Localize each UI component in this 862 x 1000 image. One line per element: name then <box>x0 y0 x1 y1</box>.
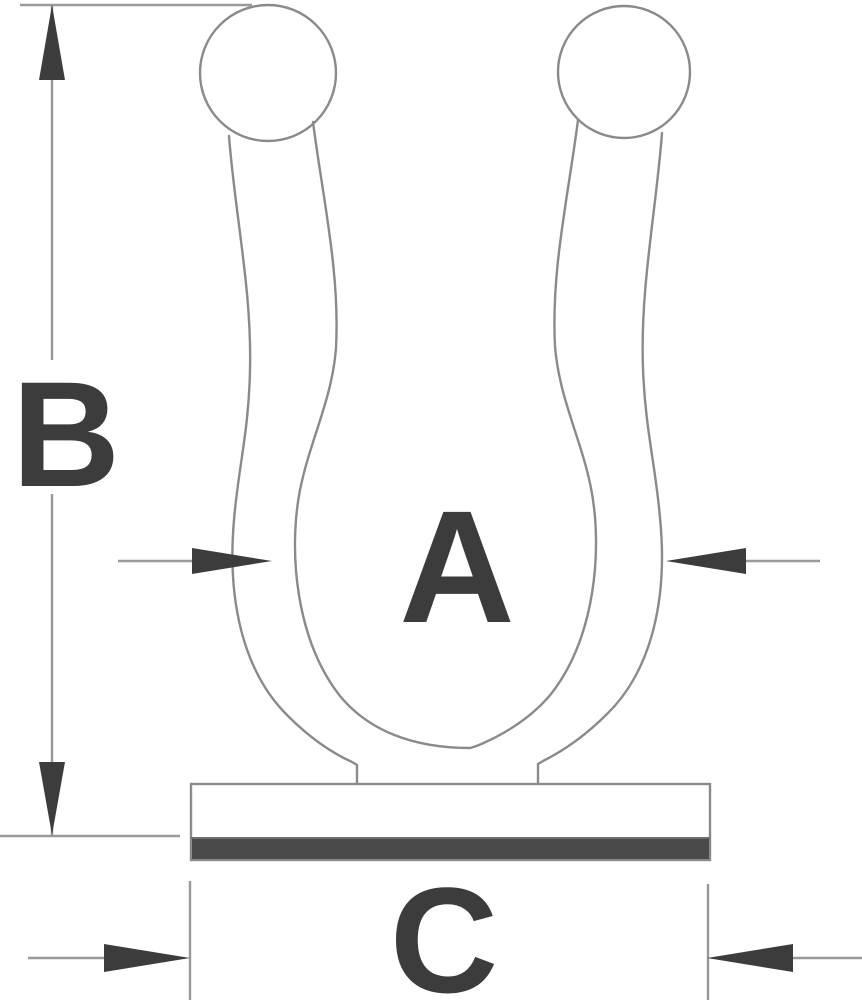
right-arm-outer-contour <box>536 131 664 787</box>
dimension-b-arrow-up <box>39 5 65 80</box>
left-knob <box>198 3 338 143</box>
dimension-b-group: B <box>0 3 252 838</box>
right-knob <box>556 4 692 140</box>
right-arm-inner-contour <box>468 118 598 750</box>
base-plate-adhesive-strip <box>192 838 709 859</box>
dimension-c-arrow-right <box>104 944 190 972</box>
dimension-a-group: A <box>118 477 820 656</box>
left-arm-inner-contour <box>293 120 472 750</box>
dimension-b-label: B <box>12 350 120 518</box>
dimension-c-arrow-left <box>707 944 793 972</box>
dimension-a-arrow-left <box>666 548 746 574</box>
part-geometry <box>189 3 712 862</box>
dimension-a-label: A <box>399 477 515 656</box>
dimension-c-group: C <box>28 856 862 1000</box>
dimension-a-arrow-right <box>192 548 272 574</box>
dimension-b-arrow-down <box>39 762 65 835</box>
dimension-c-label: C <box>390 856 498 1000</box>
left-arm-outer-contour <box>227 134 359 787</box>
